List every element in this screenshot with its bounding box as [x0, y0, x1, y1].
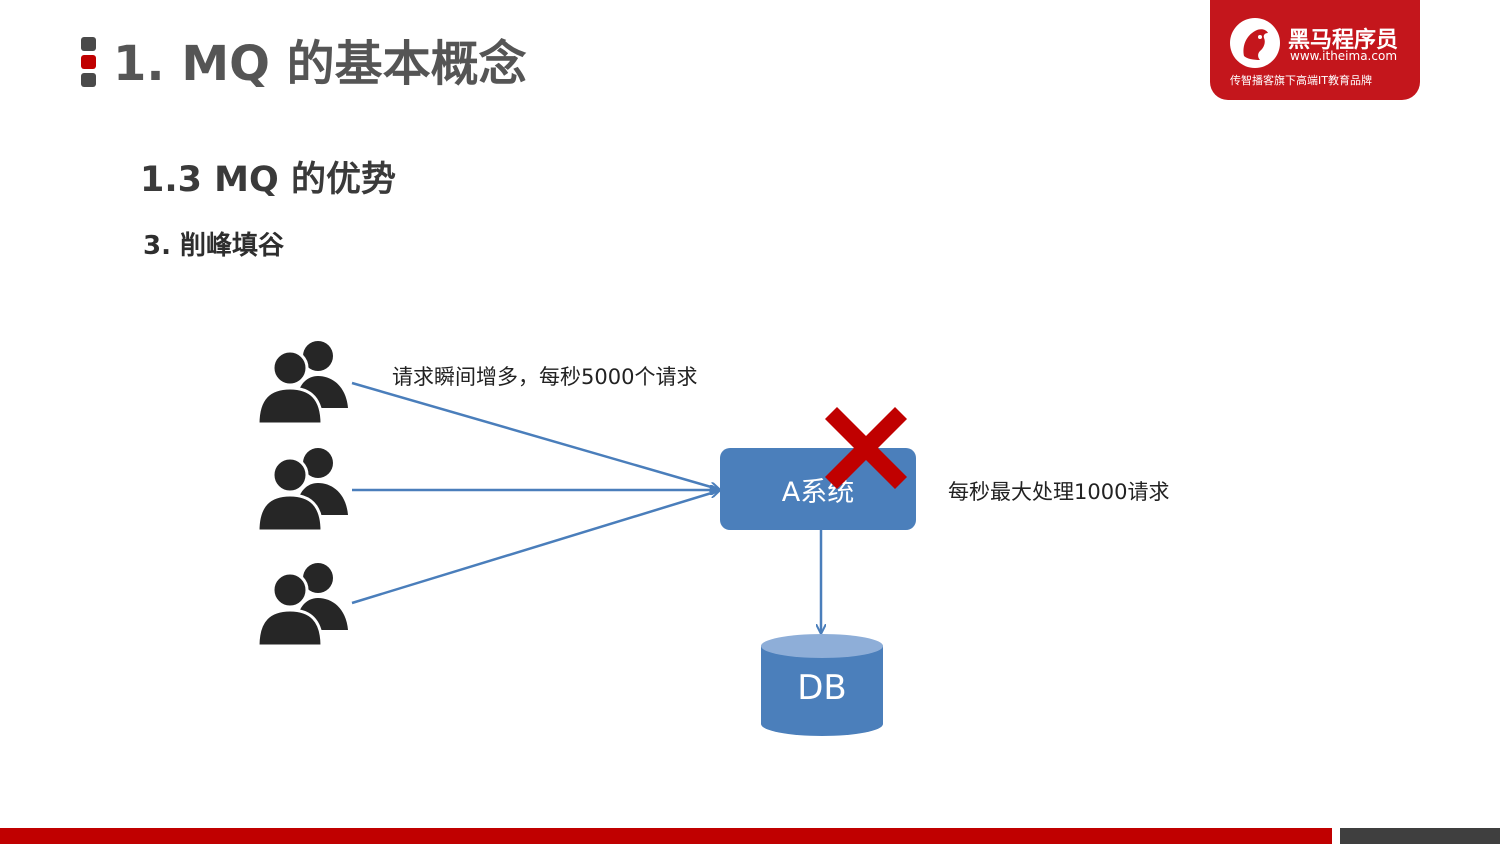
cross-icon [825, 407, 907, 489]
users-icon [256, 339, 350, 426]
database-icon [761, 634, 883, 736]
capacity-note: 每秒最大处理1000请求 [948, 480, 1170, 504]
brand-logo: 黑马程序员 www.itheima.com 传智播客旗下高端IT教育品牌 [1210, 0, 1420, 100]
horse-logo-icon [1230, 18, 1280, 68]
request-surge-note: 请求瞬间增多，每秒5000个请求 [392, 365, 698, 389]
section-subtitle: 1.3 MQ 的优势 [140, 160, 396, 200]
page-title: 1. MQ 的基本概念 [113, 36, 527, 92]
section-heading: 3. 削峰填谷 [143, 231, 285, 261]
footer-bar-red [0, 828, 1332, 844]
request-arrow [351, 491, 718, 605]
users-icon [256, 561, 350, 648]
logo-brand-name: 黑马程序员 [1288, 28, 1399, 53]
db-label: DB [797, 668, 847, 708]
logo-slogan: 传智播客旗下高端IT教育品牌 [1230, 74, 1372, 87]
title-bullets-icon [81, 37, 96, 87]
footer-bar-gray [1340, 828, 1500, 844]
request-arrow [351, 381, 718, 489]
users-icon [256, 446, 350, 533]
logo-url: www.itheima.com [1290, 49, 1398, 63]
